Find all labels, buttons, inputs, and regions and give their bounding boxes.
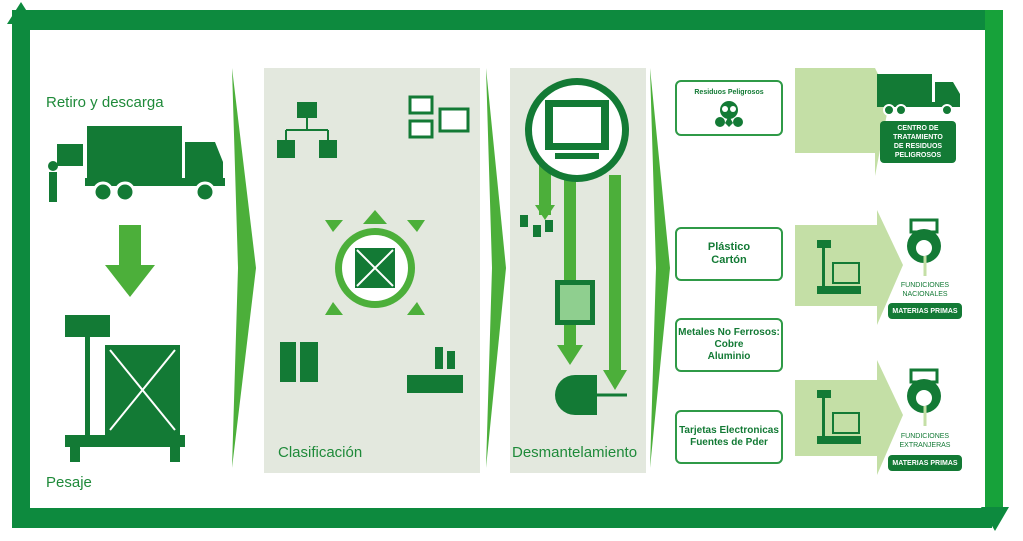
- cycle-frame-left: [12, 20, 30, 528]
- step-desmantelamiento-label: Desmantelamiento: [512, 444, 638, 461]
- chevron-2-icon: [486, 68, 506, 468]
- down-flow-arrow-icon: [105, 225, 155, 297]
- chevron-3-icon: [650, 68, 670, 468]
- up-arrow-icon: [7, 2, 35, 24]
- devices-icon: [280, 342, 318, 382]
- material-plastico-carton: Plástico Cartón: [675, 227, 783, 281]
- step-pesaje-label: Pesaje: [46, 474, 92, 491]
- raw-materials-national-badge: MATERIAS PRIMAS: [888, 303, 962, 319]
- scale-national-icon: [817, 240, 861, 294]
- flow-arrow-foreign-icon: [795, 360, 903, 475]
- material-metales: Metales No Ferrosos: Cobre Aluminio: [675, 318, 783, 372]
- destination-foreign-label: FUNDICIONES EXTRANJERAS: [899, 433, 951, 449]
- down-arrow-icon: [981, 507, 1009, 531]
- gas-mask-icon: [715, 101, 743, 127]
- scale-foreign-icon: [817, 390, 861, 444]
- destination-treatment-center: CENTRO DE TRATAMIENTO DE RESIDUOS PELIGR…: [880, 121, 956, 163]
- phones-icon: [407, 347, 463, 393]
- material-residuos-peligrosos: Residuos Peligrosos: [675, 80, 783, 136]
- monitors-icon: [408, 95, 470, 139]
- step-retiro-label: Retiro y descarga: [46, 94, 164, 111]
- scale-icon: [65, 315, 185, 462]
- sort-box-icon: [325, 210, 425, 315]
- destination-national-label: FUNDICIONES NACIONALES: [900, 282, 950, 298]
- cycle-frame-top: [12, 10, 1002, 30]
- foundry-national-icon: [907, 218, 941, 276]
- flow-arrow-national-icon: [795, 210, 903, 325]
- raw-materials-foreign-badge: MATERIAS PRIMAS: [888, 455, 962, 471]
- chevron-1-icon: [232, 68, 256, 468]
- truck-icon: [48, 126, 225, 203]
- cycle-frame-right: [985, 10, 1003, 510]
- network-icon: [277, 102, 337, 158]
- hazard-truck-icon: [877, 74, 960, 116]
- flow-arrow-treatment-icon: [795, 68, 890, 176]
- foundry-foreign-icon: [907, 368, 941, 426]
- step-clasificacion-label: Clasificación: [278, 444, 363, 461]
- material-tarjetas: Tarjetas Electronicas Fuentes de Pder: [675, 410, 783, 464]
- dismantle-flow-icon: [520, 78, 629, 415]
- cycle-frame-bottom: [12, 508, 992, 528]
